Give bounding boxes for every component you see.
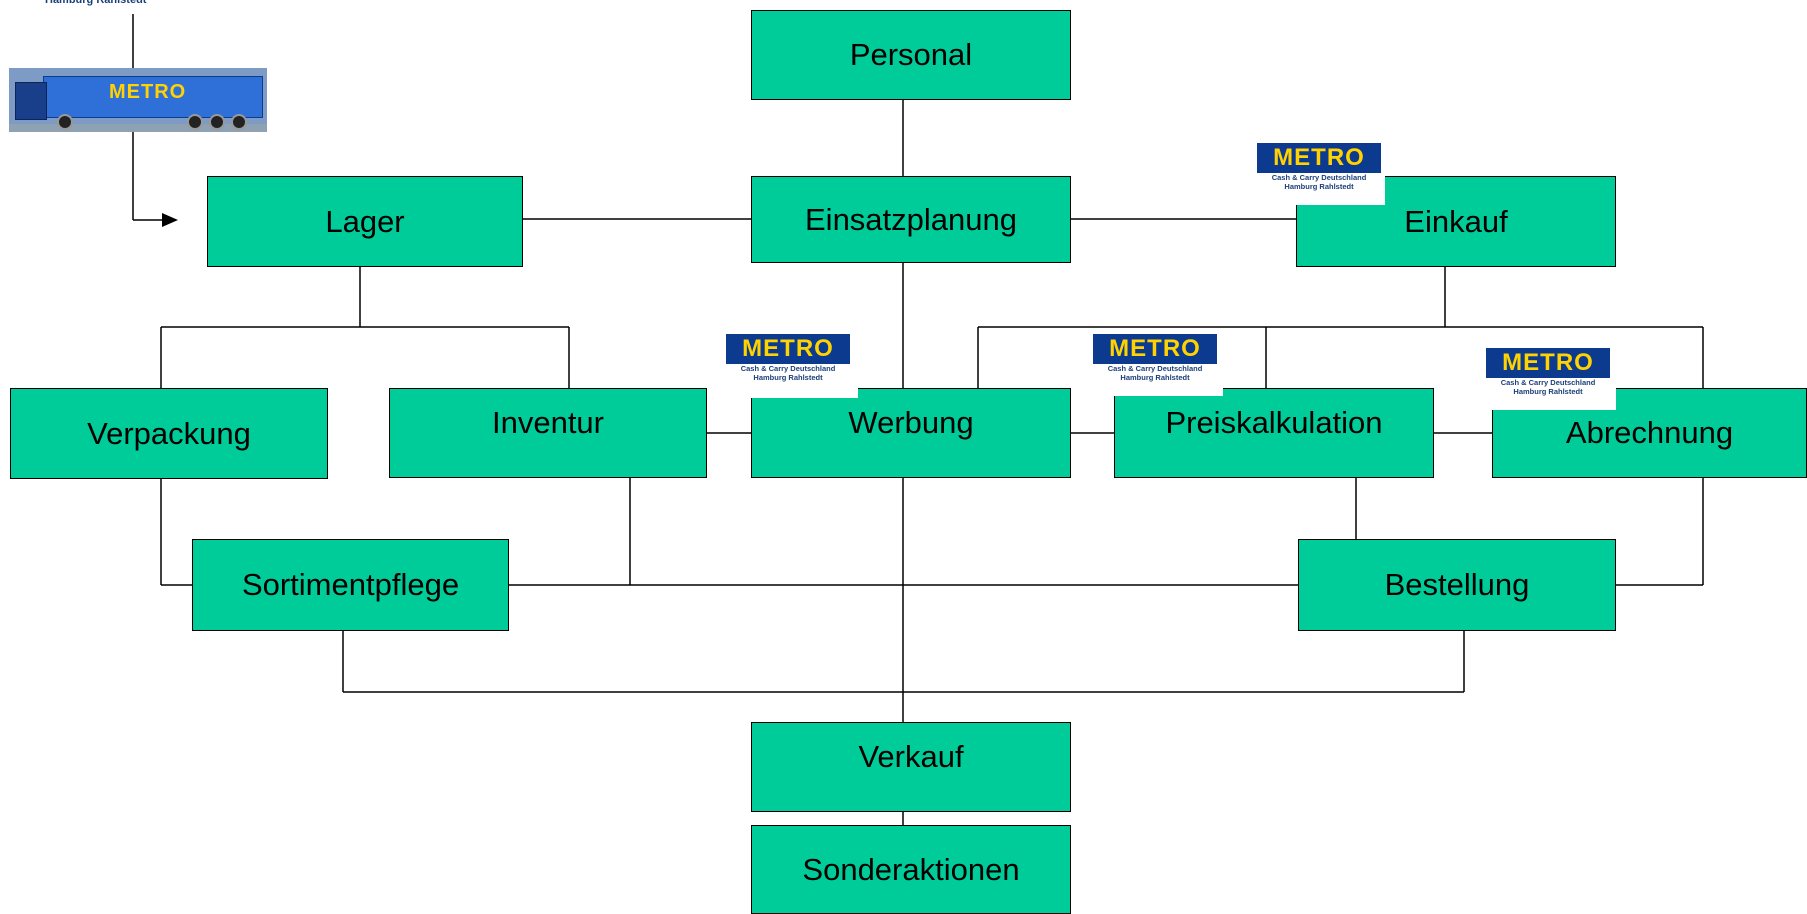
node-preiskalkulation: Preiskalkulation — [1114, 388, 1434, 478]
arrow-head — [162, 213, 178, 227]
node-lager: Lager — [207, 176, 523, 267]
metro-logo: METRO Cash & Carry Deutschland Hamburg R… — [1253, 141, 1385, 205]
node-sortimentpflege: Sortimentpflege — [192, 539, 509, 631]
node-verpackung: Verpackung — [10, 388, 328, 479]
node-werbung: Werbung — [751, 388, 1071, 478]
truck-brand: METRO — [109, 81, 187, 103]
metro-truck-image: METRO — [9, 68, 267, 132]
node-einsatzplanung: Einsatzplanung — [751, 176, 1071, 263]
metro-logo: METRO Cash & Carry Deutschland Hamburg R… — [1480, 346, 1616, 410]
metro-logo-mark: METRO — [1257, 143, 1381, 173]
metro-logo-mark: METRO — [726, 334, 850, 364]
metro-logo-mark: METRO — [1486, 348, 1610, 378]
metro-logo: METRO Cash & Carry Deutschland Hamburg R… — [1087, 332, 1223, 396]
node-verkauf: Verkauf — [751, 722, 1071, 812]
node-sonderaktionen: Sonderaktionen — [751, 825, 1071, 914]
node-personal: Personal — [751, 10, 1071, 100]
metro-logo: METRO Cash & Carry Deutschland Hamburg R… — [718, 332, 858, 398]
logo-caption-cut: Hamburg Rahlstedt — [45, 0, 147, 6]
node-inventur: Inventur — [389, 388, 707, 478]
node-bestellung: Bestellung — [1298, 539, 1616, 631]
metro-logo-mark: METRO — [1093, 334, 1217, 364]
